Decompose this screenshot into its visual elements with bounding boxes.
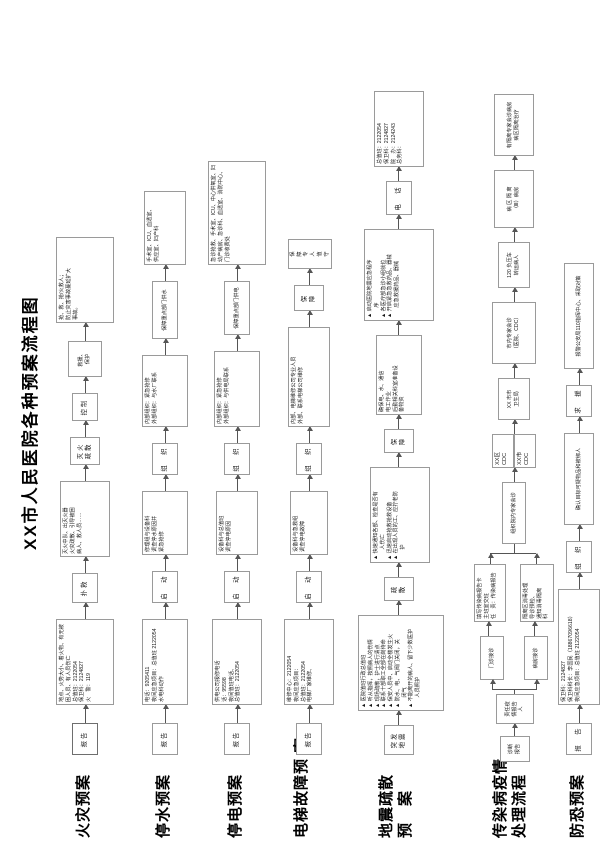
node-quake-evac[interactable]: 疏 散 <box>384 577 414 601</box>
node-quake-guarantee[interactable]: 保 障 <box>384 429 414 453</box>
node-terror-confirm[interactable]: 确认目标可疑物品和被绑人 <box>564 433 594 525</box>
node-elevator-organize[interactable]: 组 织 <box>296 443 322 475</box>
node-elevator-org-detail[interactable]: 内部、电梯维修公司专业人员 外部、联系电梯公司维修 <box>288 327 330 427</box>
node-quake-phone[interactable]: 电 话 <box>386 181 412 215</box>
node-elevator-info[interactable]: 维修中心：2122054 夜间应急项目： 总值班：2122054 电梯厂家维修、 <box>284 619 334 705</box>
node-power-investigate[interactable]: 设备科与总值班 调查停电原因 <box>216 491 258 555</box>
row-fire: 火灾预案 报告 地点、火势大小、着火物、有无被困人员、有人员伤亡 总值班：212… <box>48 0 122 850</box>
node-elevator-start[interactable]: 启 动 <box>296 571 322 603</box>
page-title: XX市人民医院各种预案流程图 <box>21 295 40 550</box>
node-water-start[interactable]: 启 动 <box>152 571 178 603</box>
node-power-report[interactable]: 报告 <box>224 723 250 755</box>
row-elevator: 电梯故障预 案 报告 维修中心：2122054 夜间应急项目： 总值班：2122… <box>272 0 346 850</box>
row-label-power: 停电预案 <box>227 773 244 838</box>
row-label-water: 停水预案 <box>155 773 172 838</box>
row-terror: 防恐预案 报 告 保卫科：2124827 保卫科科长：李国民（188670966… <box>520 0 600 850</box>
node-power-org-detail[interactable]: 内部组织：紧急抢修 外部组织：与供电局联系 <box>214 351 260 427</box>
node-water-investigate[interactable]: 修理组与设备科 调查停水原因并 紧急抢修 <box>142 491 188 555</box>
node-epi-cdc-district[interactable]: XX区 CDC <box>492 434 514 468</box>
node-epi-clinic[interactable]: 门诊接诊 <box>480 636 504 680</box>
node-water-org-detail[interactable]: 内部组织：紧急抢修 外部组织：与水厂联系 <box>142 355 188 427</box>
node-epi-detail-a[interactable]: 填写传染病报告卡 主班室交班 任 责：传染病报告 <box>474 564 506 622</box>
node-elevator-result[interactable]: 保 障 专 人 值 守 <box>288 239 332 269</box>
node-quake-org-detail[interactable]: ▲ 启动医院地震应急程序 序 ▲ 各医疗部急诊小组就位 ▲ 开启紧急急救药品、器… <box>364 229 434 321</box>
node-fire-info[interactable]: 地点、火势大小、着火物、有无被困人员、有人员伤亡 总值班：2122054 保卫科… <box>56 619 114 705</box>
node-quake-detail[interactable]: ▲ 医院值班行政总值班 ▲ 听从指挥，按照病人的伤情 ▲ 现场疏散，护士进行清点… <box>358 615 444 711</box>
node-power-guarantee[interactable]: 保障重点部门供电 <box>224 281 250 335</box>
node-water-guarantee[interactable]: 保障重点部门供水 <box>152 281 178 339</box>
node-elevator-guarantee[interactable]: 保 障 <box>294 285 324 311</box>
node-fire-action[interactable]: 灭火中队、出灭火器 火灾疏散、引导被困 病人、救人员…… <box>60 481 110 557</box>
node-quake-guarantee-detail[interactable]: 确保电、水、通信 电工作业 后勤相关科室准备设 备物资 <box>376 335 422 415</box>
node-power-info[interactable]: 供电公司报修电话 话：95598 夜间值班电话、 总值班：2122054 <box>212 619 262 705</box>
node-power-organize[interactable]: 组 织 <box>224 443 250 475</box>
row-label-fire: 火灾预案 <box>75 773 92 838</box>
node-fire-result[interactable]: 抢、救、抢/火救人； 防止灾害事故蔓延扩大 事故。 <box>56 237 114 323</box>
node-quake-phone-detail[interactable]: 总值班：2122054 保卫科：2124827 院 办：2124243 总务科： <box>374 91 424 167</box>
node-fire-dispatch[interactable]: 扑救 <box>72 573 98 603</box>
node-elevator-rescue[interactable]: 设备科与急救组 调查停电故障 <box>290 491 328 555</box>
node-water-priority[interactable]: 手术室、ICU、血透室、 供应室、妇产科 <box>144 191 186 265</box>
row-label-quake: 地震疏散 预 案 <box>378 773 414 838</box>
node-elevator-report[interactable]: 报告 <box>296 723 322 755</box>
node-terror-info[interactable]: 保卫科：2124827 保卫科科长：李国民（18867096618） 夜间应急项… <box>558 589 600 705</box>
node-power-start[interactable]: 启 动 <box>224 571 250 603</box>
row-quake: 地震疏散 预 案 突发 地震 ▲ 医院值班行政总值班 ▲ 听从指挥，按照病人的伤… <box>348 0 458 850</box>
node-water-organize[interactable]: 组 织 <box>152 443 178 475</box>
node-fire-report[interactable]: 报告 <box>72 723 98 755</box>
node-fire-rescue[interactable]: 救援、 保护 <box>68 341 102 377</box>
node-fire-stop[interactable]: 灭火 疏散 <box>70 437 100 465</box>
node-quake-start[interactable]: 突发 地震 <box>384 725 414 755</box>
row-power: 停电预案 报告 供电公司报修电话 话：95598 夜间值班电话、 总值班：212… <box>200 0 274 850</box>
node-terror-help[interactable]: 求 援 <box>566 385 592 417</box>
node-fire-control[interactable]: 控制 <box>72 393 98 421</box>
node-terror-organize[interactable]: 组 织 <box>566 541 592 573</box>
node-quake-evac-detail[interactable]: ▲ 快速通知各部、检查是否有 人伤亡 ▲ 迅速启动抢救抢救设备 ▲ 在出现人员的… <box>370 467 430 563</box>
node-water-report[interactable]: 报告 <box>152 723 178 755</box>
row-water: 停水预案 报告 电话：9205411 夜间应急项目：总值班 2122054 水电… <box>128 0 202 850</box>
row-label-terror: 防恐预案 <box>569 773 586 838</box>
node-water-info[interactable]: 电话：9205411 夜间应急项目：总值班 2122054 水电科动作 <box>142 619 188 705</box>
node-terror-result[interactable]: 报警公安局110指挥中心、采取对策 <box>564 263 594 369</box>
node-terror-report[interactable]: 报 告 <box>566 723 592 755</box>
node-power-priority[interactable]: 急诊抢救、手术室、ICU、中心供氧室、妇幼产病房、急诊科、血透室、消防中心、门诊… <box>208 161 266 265</box>
